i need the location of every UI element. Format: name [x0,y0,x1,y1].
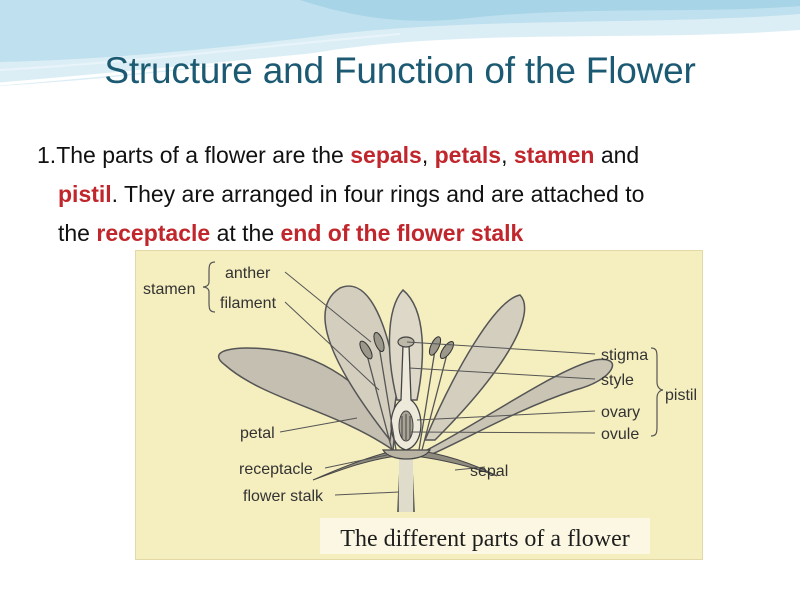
list-number: 1. [37,142,56,168]
slide-title: Structure and Function of the Flower [0,50,800,92]
paragraph-text: , [422,142,435,168]
highlighted-term: stamen [514,142,595,168]
flower-diagram: stamen anther filament stigma style pist… [135,250,703,560]
label-filament: filament [220,295,277,312]
paragraph-text: The parts of a flower are the [56,142,350,168]
label-ovule: ovule [601,426,639,443]
label-sepal: sepal [470,463,508,480]
label-stigma: stigma [601,347,648,364]
label-style: style [601,372,634,389]
paragraph-text: . They are arranged in four rings and ar… [112,181,645,207]
paragraph-text: and [594,142,639,168]
label-ovary: ovary [601,404,640,421]
paragraph-text: the [58,220,96,246]
paragraph-text: at the [210,220,280,246]
paragraph-text: , [501,142,514,168]
label-petal: petal [240,425,275,442]
highlighted-term: end of the flower stalk [281,220,524,246]
label-stamen: stamen [143,281,195,298]
highlighted-term: sepals [350,142,422,168]
highlighted-term: petals [435,142,501,168]
label-anther: anther [225,265,271,282]
highlighted-term: pistil [58,181,112,207]
label-flower-stalk: flower stalk [243,488,324,505]
label-receptacle: receptacle [239,461,313,478]
label-pistil: pistil [665,387,697,404]
highlighted-term: receptacle [96,220,210,246]
body-paragraph: 1.The parts of a flower are the sepals, … [37,136,782,253]
figure-caption: The different parts of a flower [340,526,629,552]
